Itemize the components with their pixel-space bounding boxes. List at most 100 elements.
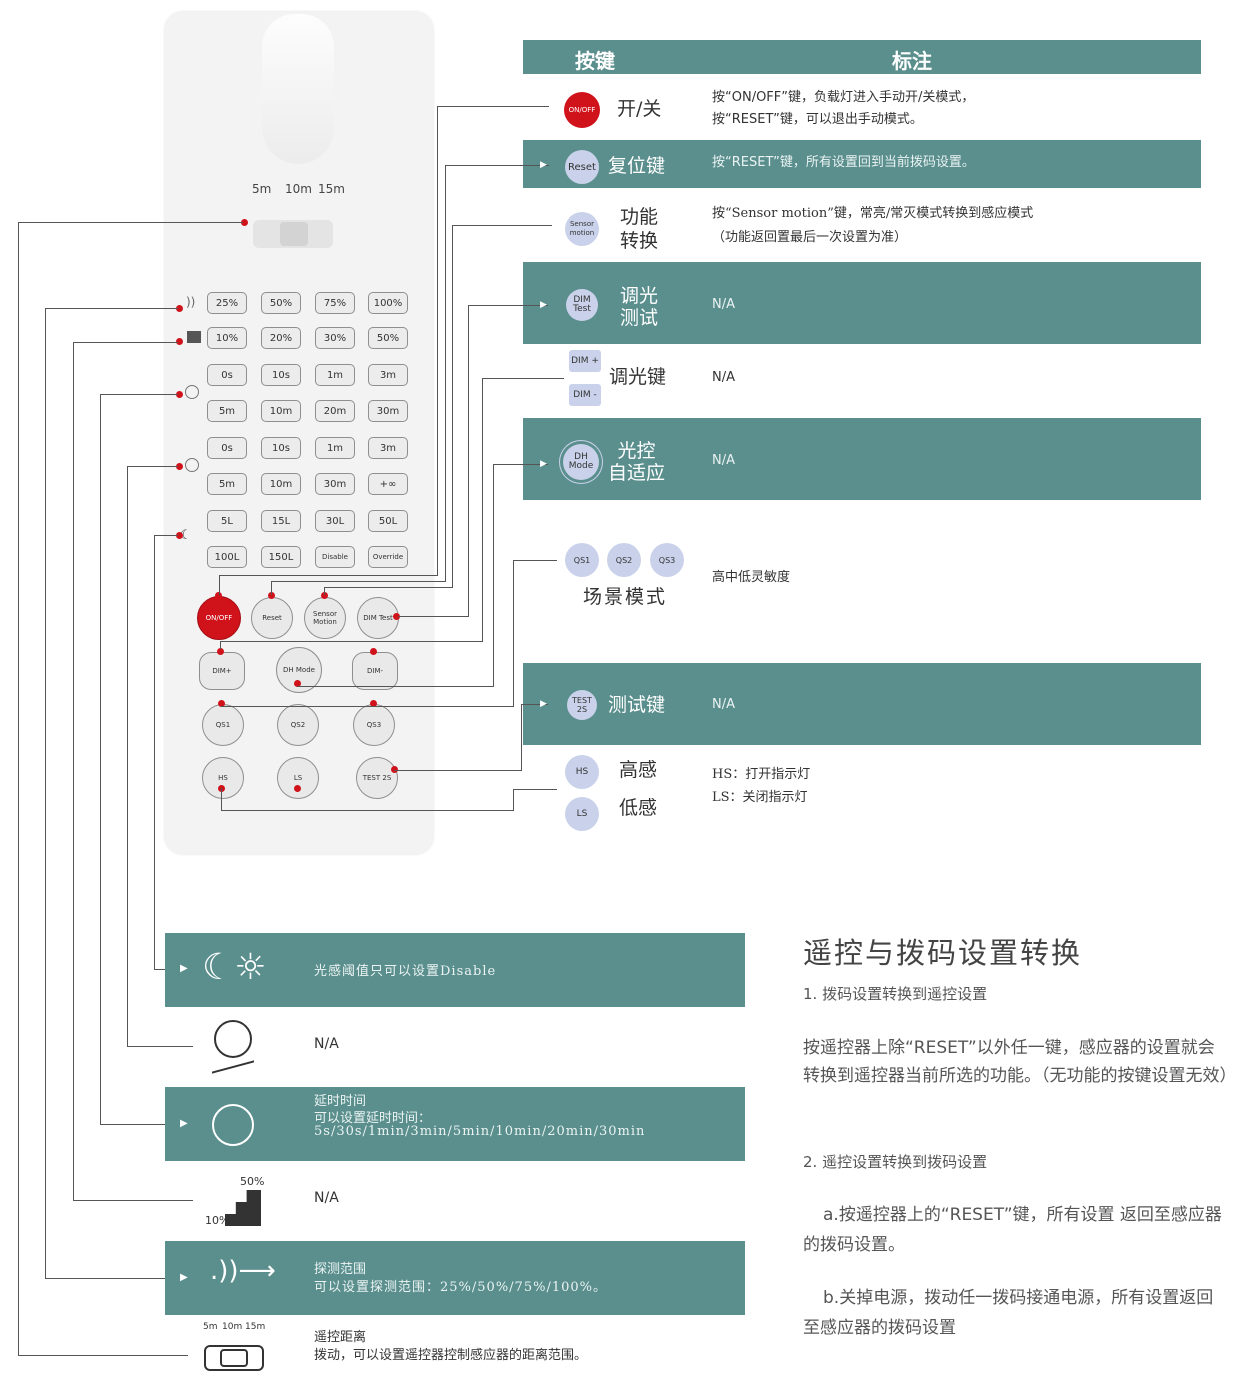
connector xyxy=(127,466,128,1046)
sensor-motion-button[interactable]: Sensor Motion xyxy=(304,597,346,639)
row-note-reset: 按“RESET”键，所有设置回到当前拨码设置。 xyxy=(712,155,975,170)
lux-steps-bottom-label: 10% xyxy=(205,1214,230,1227)
remote-pill-row1-3[interactable]: 100% xyxy=(368,292,408,314)
dim-minus-button[interactable]: DIM- xyxy=(352,652,398,690)
qs1-button[interactable]: QS1 xyxy=(202,704,244,746)
remote-pill-row3-2[interactable]: 1m xyxy=(315,364,355,386)
remote-pill-row8-1[interactable]: 150L xyxy=(261,546,301,568)
col-key-header: 按键 xyxy=(575,49,615,73)
remote-pill-row5-2[interactable]: 1m xyxy=(315,437,355,459)
arrow-icon: ▶ xyxy=(180,1272,188,1283)
remote-pill-row6-2[interactable]: 30m xyxy=(315,473,355,495)
connector xyxy=(521,704,522,771)
remote-pill-row2-1[interactable]: 20% xyxy=(261,327,301,349)
remote-pill-row4-1[interactable]: 10m xyxy=(261,400,301,422)
test-icon-text-1: TEST xyxy=(572,696,592,705)
connector xyxy=(513,560,557,561)
callout-dot-detect xyxy=(176,305,183,312)
remote-pill-row7-3[interactable]: 50L xyxy=(368,510,408,532)
row-note-dimkey: N/A xyxy=(712,370,735,385)
dh-mode-button[interactable]: DH Mode xyxy=(276,647,322,693)
connector xyxy=(468,305,548,306)
connector xyxy=(219,575,220,595)
remote-pill-row2-2[interactable]: 30% xyxy=(315,327,355,349)
section-paragraph-b: b.关掉电源，拨动任一拨码接通电源，所有设置返回至感应器的拨码设置 xyxy=(803,1288,1214,1338)
remote-pill-row6-0[interactable]: 5m xyxy=(207,473,247,495)
row-label-sensor: 功能 转换 xyxy=(620,205,658,253)
remote-pill-row4-0[interactable]: 5m xyxy=(207,400,247,422)
remote-pill-row6-3[interactable]: +∞ xyxy=(368,473,408,495)
connector xyxy=(398,616,468,617)
remote-pill-row8-3[interactable]: Override xyxy=(368,546,408,568)
connector xyxy=(445,165,446,582)
lux-steps-icon xyxy=(225,1190,261,1226)
remote-pill-row5-3[interactable]: 3m xyxy=(368,437,408,459)
callout-dot-qs1 xyxy=(218,700,225,707)
remote-distance-switch-knob xyxy=(220,1349,248,1367)
row-label-dhmode-2: 自适应 xyxy=(608,462,666,484)
arrow-icon: ▶ xyxy=(540,459,547,469)
remote-pill-row7-1[interactable]: 15L xyxy=(261,510,301,532)
remote-pill-row3-3[interactable]: 3m xyxy=(368,364,408,386)
connector xyxy=(219,575,437,576)
section-paragraph-a: a.按遥控器上的“RESET”键，所有设置 返回至感应器的拨码设置。 xyxy=(803,1205,1222,1255)
qs2-icon: QS2 xyxy=(607,543,641,577)
row-note-dimtest: N/A xyxy=(712,297,735,312)
connector xyxy=(271,581,445,582)
connector xyxy=(513,789,557,790)
qs1-icon: QS1 xyxy=(565,543,599,577)
remote-pill-row1-1[interactable]: 50% xyxy=(261,292,301,314)
row-label-onoff: 开/关 xyxy=(617,98,662,120)
onoff-icon: ON/OFF xyxy=(564,92,600,128)
remote-pill-row5-0[interactable]: 0s xyxy=(207,437,247,459)
section-heading-1: 1. 拨码设置转换到遥控设置 xyxy=(803,985,988,1003)
remote-pill-row1-2[interactable]: 75% xyxy=(315,292,355,314)
remote-pill-row4-2[interactable]: 20m xyxy=(315,400,355,422)
connector xyxy=(297,686,493,687)
callout-dot-range xyxy=(241,219,248,226)
arrow-icon: ▶ xyxy=(180,963,188,974)
remote-pill-row7-2[interactable]: 30L xyxy=(315,510,355,532)
ls-button[interactable]: LS xyxy=(277,757,319,799)
row-note-test: N/A xyxy=(712,697,735,712)
remote-pill-row7-0[interactable]: 5L xyxy=(207,510,247,532)
row-note-scene: 高中低灵敏度 xyxy=(712,570,791,585)
reset-button[interactable]: Reset xyxy=(251,597,293,639)
onoff-button[interactable]: ON/OFF xyxy=(197,596,241,640)
detect-range-small-icon: )) xyxy=(186,295,196,309)
hs-button[interactable]: HS xyxy=(202,757,244,799)
remote-pill-row4-3[interactable]: 30m xyxy=(368,400,408,422)
connector xyxy=(127,1046,193,1047)
range-label-15m: 15m xyxy=(318,182,345,196)
row-dhmode-band xyxy=(523,418,1201,500)
qs2-button[interactable]: QS2 xyxy=(277,704,319,746)
connector xyxy=(45,1278,180,1279)
row-label-sensor-2: 转换 xyxy=(620,230,659,252)
qs3-button[interactable]: QS3 xyxy=(353,704,395,746)
connector xyxy=(394,770,521,771)
test-2s-button[interactable]: TEST 2S xyxy=(356,757,398,799)
reset-icon: Reset xyxy=(565,150,599,184)
remote-pill-row2-0[interactable]: 10% xyxy=(207,327,247,349)
callout-dot-daylight xyxy=(176,532,183,539)
remote-pill-row8-0[interactable]: 100L xyxy=(207,546,247,568)
callout-dot-onoff xyxy=(215,592,222,599)
remote-pill-row6-1[interactable]: 10m xyxy=(261,473,301,495)
row-note-sensor-2: （功能返回置最后一次设置为准） xyxy=(712,230,908,245)
detect-range-icon: .))⟶ xyxy=(210,1256,276,1286)
range-switch-knob[interactable] xyxy=(280,222,308,246)
remote-pill-row8-2[interactable]: Disable xyxy=(315,546,355,568)
section-title: 遥控与拨码设置转换 xyxy=(803,936,1083,970)
remote-pill-row3-1[interactable]: 10s xyxy=(261,364,301,386)
dim-plus-icon: DIM + xyxy=(569,350,601,372)
row-reset-band xyxy=(523,140,1201,188)
dim-plus-button[interactable]: DIM+ xyxy=(199,652,245,690)
remote-pill-row2-3[interactable]: 50% xyxy=(368,327,408,349)
remote-pill-row1-0[interactable]: 25% xyxy=(207,292,247,314)
remote-pill-row3-0[interactable]: 0s xyxy=(207,364,247,386)
row-note-ls: LS：关闭指示灯 xyxy=(712,790,808,805)
connector xyxy=(521,704,548,705)
dh-icon-text-2: Mode xyxy=(568,461,594,471)
remote-pill-row5-1[interactable]: 10s xyxy=(261,437,301,459)
dimtest-icon-text-1: DIM xyxy=(573,295,591,305)
